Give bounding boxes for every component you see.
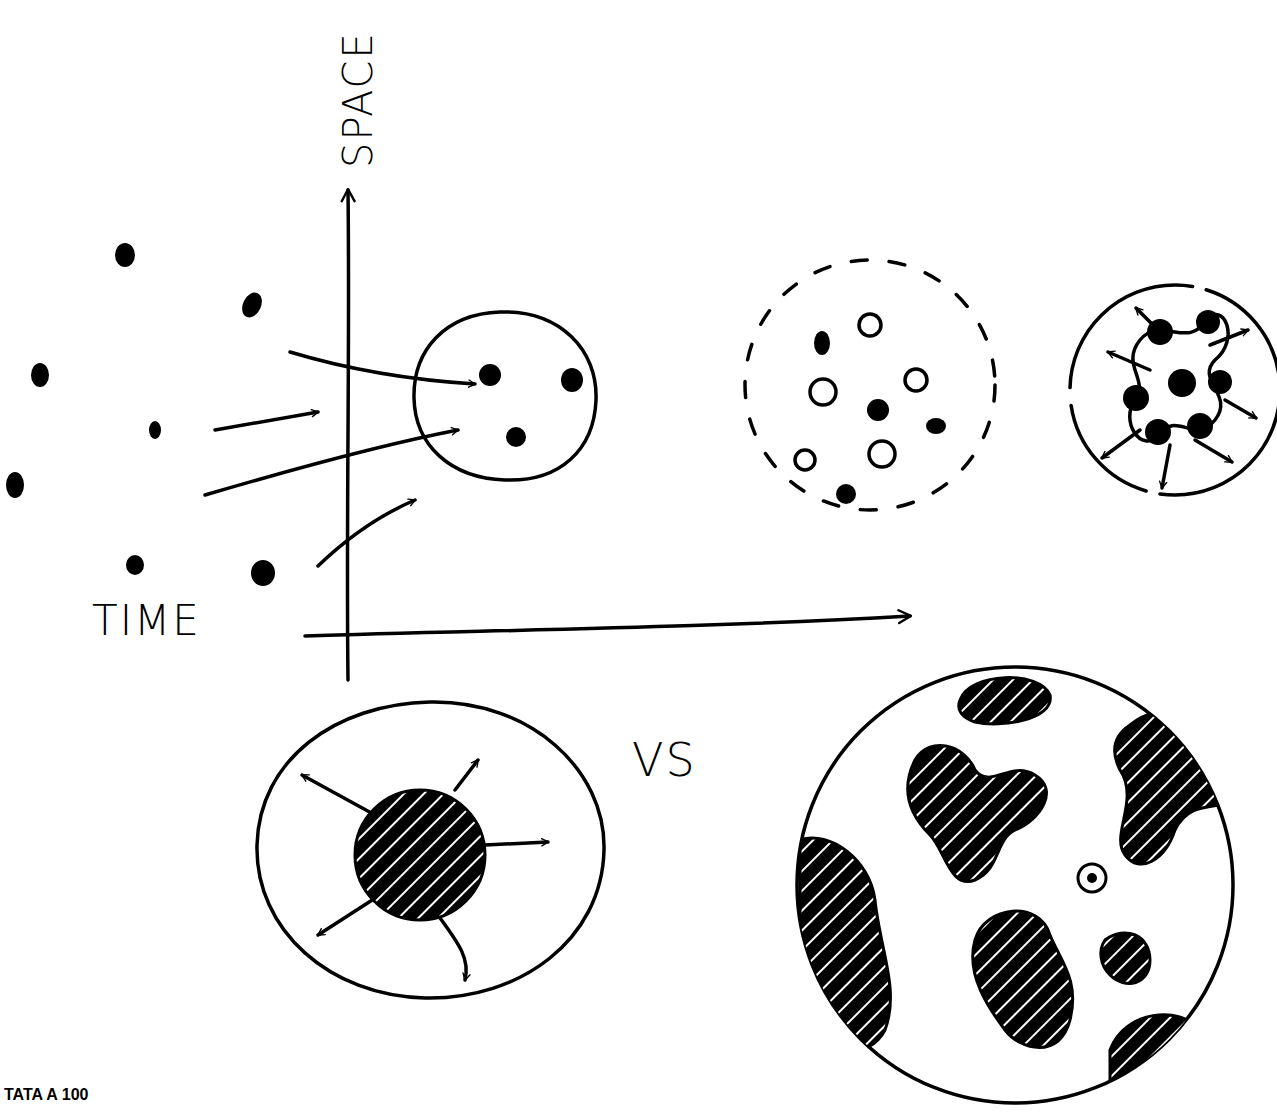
axis-label: SPACE bbox=[336, 31, 380, 168]
page-footer: TATA A 100 bbox=[4, 1086, 88, 1104]
comparison-label: VS bbox=[632, 735, 697, 786]
axis-label: TIME bbox=[92, 598, 201, 644]
